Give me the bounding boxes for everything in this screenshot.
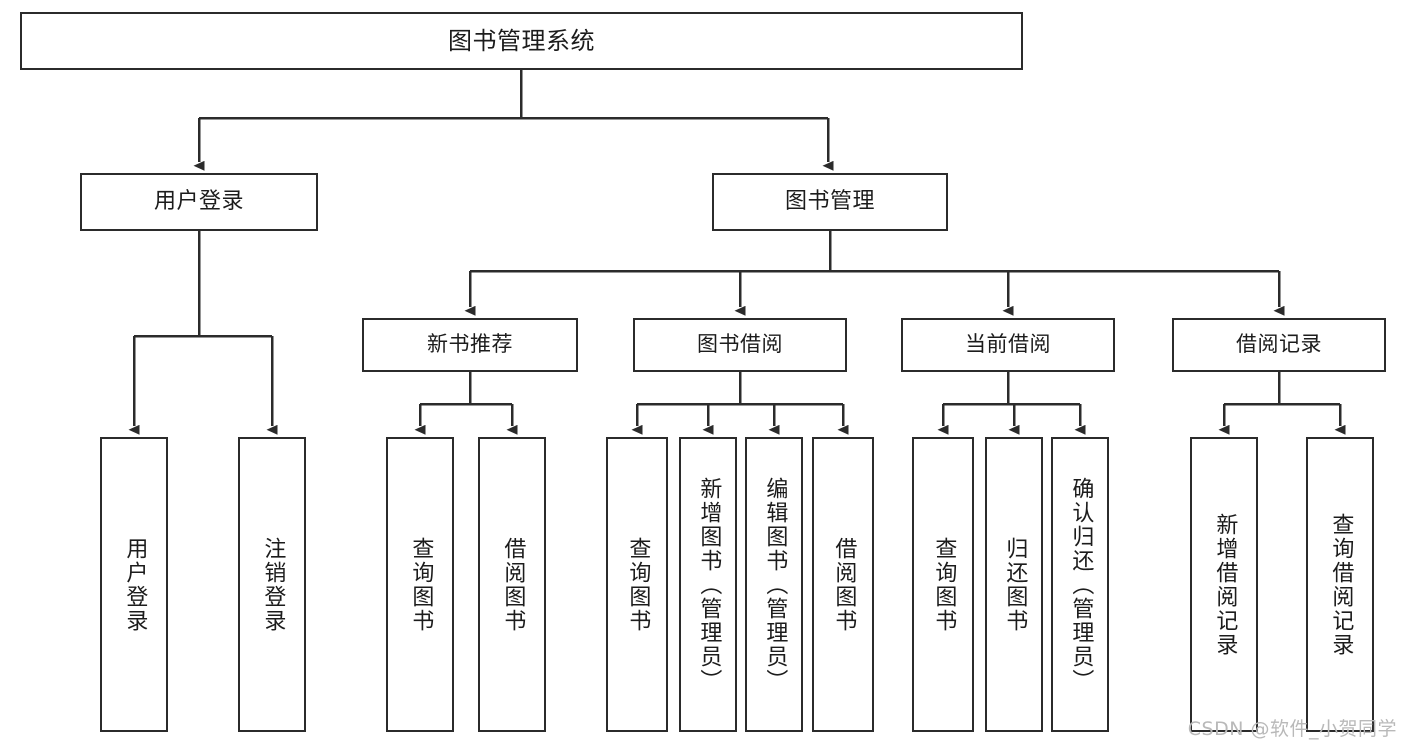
node-root[interactable]: 图书管理系统 bbox=[20, 12, 1023, 70]
leaf-query-book-borrow[interactable]: 查询图书 bbox=[606, 437, 668, 732]
leaf-edit-book-admin[interactable]: 编辑图书（管理员） bbox=[745, 437, 803, 732]
node-current-borrow[interactable]: 当前借阅 bbox=[901, 318, 1115, 372]
leaf-user-login[interactable]: 用户登录 bbox=[100, 437, 168, 732]
leaf-return-book-label: 归还图书 bbox=[1002, 536, 1028, 633]
leaf-borrow-book-newbook[interactable]: 借阅图书 bbox=[478, 437, 546, 732]
leaf-return-book[interactable]: 归还图书 bbox=[985, 437, 1043, 732]
leaf-edit-book-admin-label: 编辑图书（管理员） bbox=[762, 476, 788, 693]
leaf-lend-book[interactable]: 借阅图书 bbox=[812, 437, 874, 732]
node-book-borrow-label: 图书借阅 bbox=[697, 332, 783, 357]
leaf-query-borrow-record-label: 查询借阅记录 bbox=[1328, 512, 1354, 657]
leaf-user-login-label: 用户登录 bbox=[122, 536, 148, 633]
leaf-logout-label: 注销登录 bbox=[260, 536, 286, 633]
leaf-add-borrow-record-label: 新增借阅记录 bbox=[1212, 512, 1238, 657]
leaf-add-book-admin-label: 新增图书（管理员） bbox=[696, 476, 722, 693]
leaf-query-book-current[interactable]: 查询图书 bbox=[912, 437, 974, 732]
node-borrow-records[interactable]: 借阅记录 bbox=[1172, 318, 1386, 372]
leaf-query-book-current-label: 查询图书 bbox=[931, 536, 957, 633]
node-borrow-records-label: 借阅记录 bbox=[1236, 332, 1322, 357]
node-user-login-label: 用户登录 bbox=[153, 188, 244, 214]
leaf-add-borrow-record[interactable]: 新增借阅记录 bbox=[1190, 437, 1258, 732]
node-book-borrow[interactable]: 图书借阅 bbox=[633, 318, 847, 372]
leaf-confirm-return-admin[interactable]: 确认归还（管理员） bbox=[1051, 437, 1109, 732]
node-new-book-recommend-label: 新书推荐 bbox=[427, 332, 513, 357]
node-book-management-label: 图书管理 bbox=[784, 188, 875, 214]
leaf-query-book-borrow-label: 查询图书 bbox=[625, 536, 651, 633]
leaf-add-book-admin[interactable]: 新增图书（管理员） bbox=[679, 437, 737, 732]
leaf-query-book-newbook[interactable]: 查询图书 bbox=[386, 437, 454, 732]
node-book-management[interactable]: 图书管理 bbox=[712, 173, 948, 231]
leaf-confirm-return-admin-label: 确认归还（管理员） bbox=[1068, 476, 1094, 693]
leaf-query-book-newbook-label: 查询图书 bbox=[408, 536, 434, 633]
watermark-text: CSDN @软件_小贺同学 bbox=[1187, 718, 1397, 740]
leaf-lend-book-label: 借阅图书 bbox=[831, 536, 857, 633]
node-new-book-recommend[interactable]: 新书推荐 bbox=[362, 318, 578, 372]
node-current-borrow-label: 当前借阅 bbox=[965, 332, 1051, 357]
node-user-login[interactable]: 用户登录 bbox=[80, 173, 318, 231]
leaf-query-borrow-record[interactable]: 查询借阅记录 bbox=[1306, 437, 1374, 732]
leaf-logout[interactable]: 注销登录 bbox=[238, 437, 306, 732]
leaf-borrow-book-newbook-label: 借阅图书 bbox=[500, 536, 526, 633]
node-root-label: 图书管理系统 bbox=[448, 26, 595, 55]
